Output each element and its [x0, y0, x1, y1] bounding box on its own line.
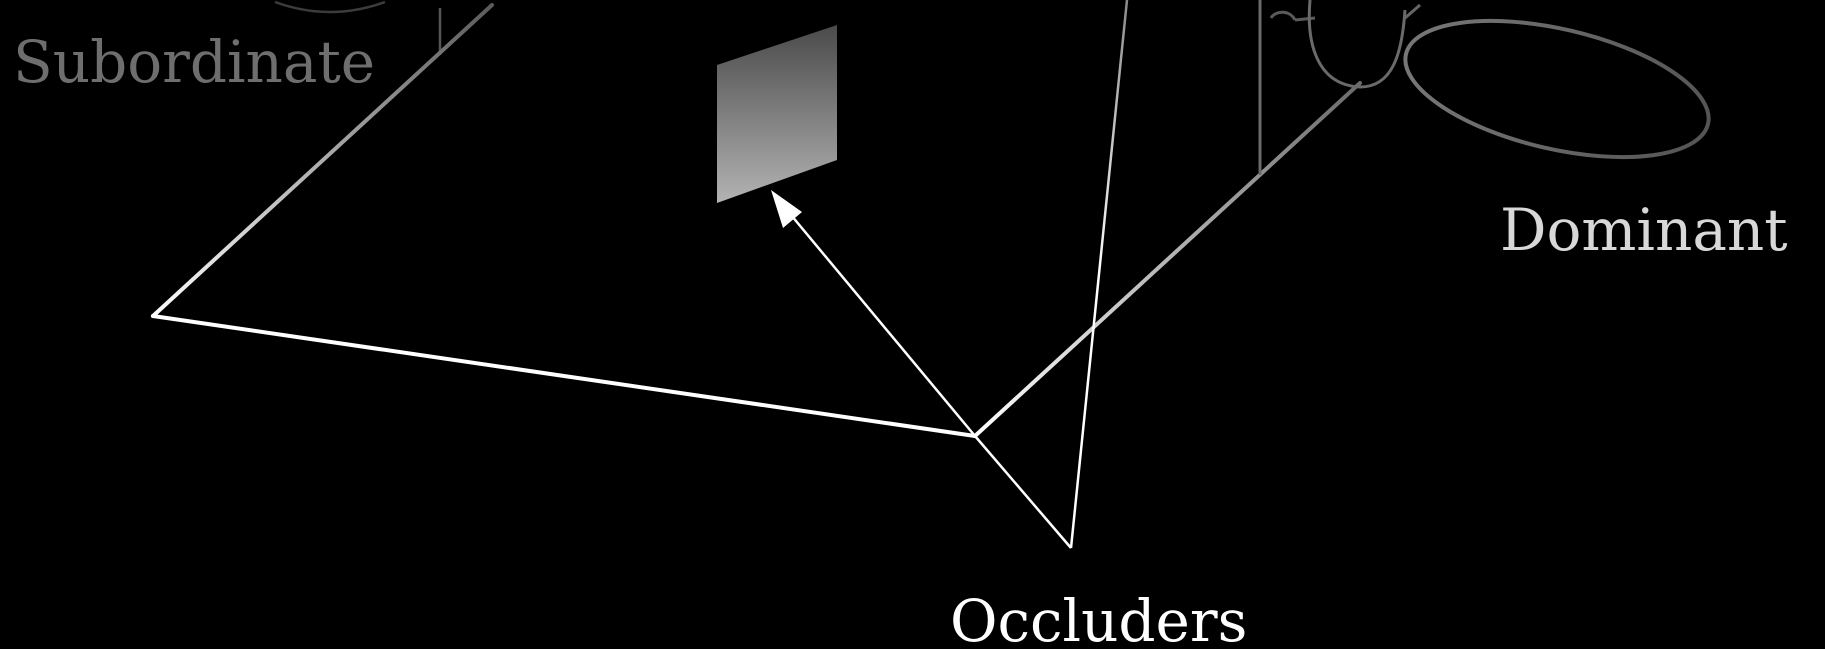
occluders-label: Occluders	[950, 587, 1247, 649]
dominant-label: Dominant	[1500, 196, 1788, 264]
occluder-panel	[717, 25, 837, 203]
dominant-figure	[1260, 0, 1722, 182]
occluder-tall-line	[1071, 0, 1127, 548]
base-line	[153, 316, 975, 436]
occluder-vertex-line	[975, 436, 1071, 548]
dominant-ellipse	[1392, 0, 1721, 182]
right-arm-line	[975, 83, 1360, 436]
occluder-arrow	[771, 190, 975, 436]
subordinate-label: Subordinate	[13, 28, 375, 96]
